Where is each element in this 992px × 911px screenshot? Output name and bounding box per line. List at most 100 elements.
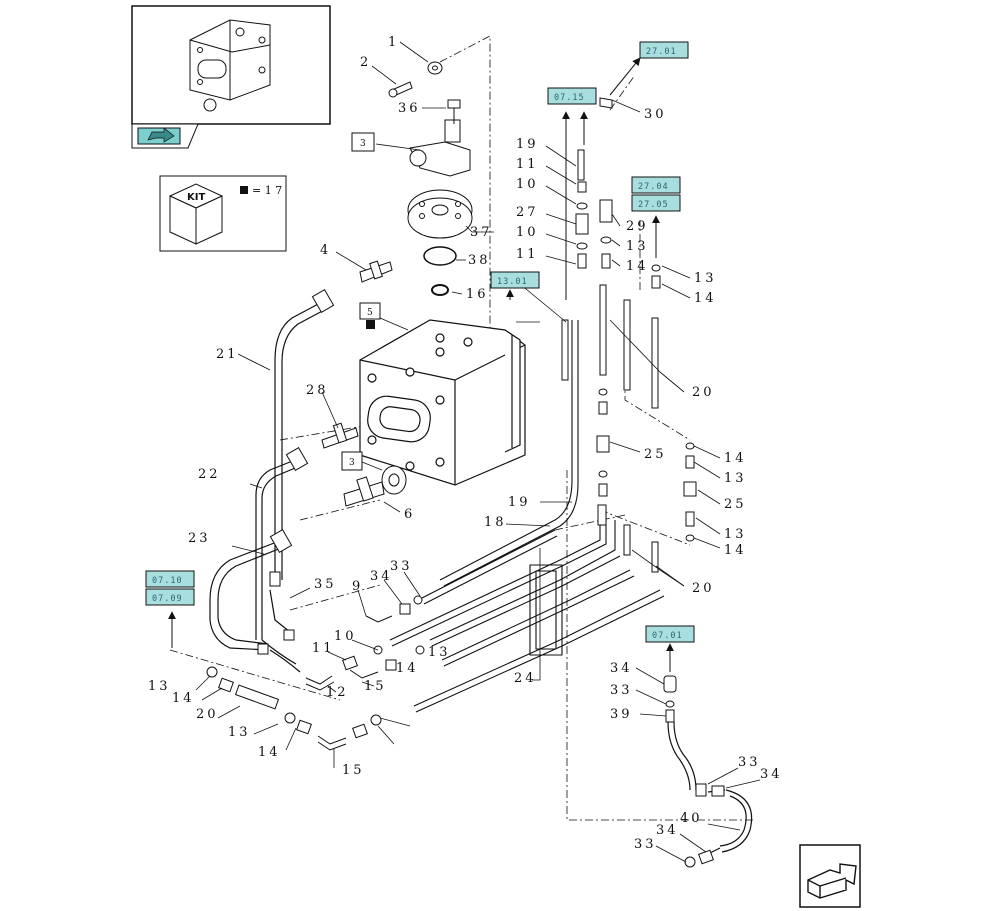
callout-25b: 25	[724, 497, 747, 512]
bolt-36	[447, 99, 461, 124]
svg-text:07.15: 07.15	[554, 93, 585, 103]
hose-39-40-ends	[663, 675, 725, 868]
next-page-arrow-icon	[807, 863, 857, 899]
callout-13f: 13	[724, 471, 747, 486]
fitting-4	[359, 260, 393, 283]
callout-13e: 13	[694, 271, 717, 286]
o-ring-38	[423, 246, 457, 266]
ref-tag-7[interactable]: 07.09	[145, 588, 195, 606]
callout-13d: 13	[626, 239, 649, 254]
svg-text:27.01: 27.01	[646, 47, 677, 57]
thumbnail-panel[interactable]	[131, 5, 331, 149]
callout-33b: 33	[610, 683, 633, 698]
kit-equals: = 1 7	[252, 184, 282, 197]
thumbnail-nav-button[interactable]	[131, 123, 199, 149]
callout-34c: 34	[760, 767, 783, 782]
callout-38: 38	[468, 253, 491, 268]
callout-11c: 11	[516, 247, 539, 262]
marker-square-icon	[366, 320, 375, 329]
svg-text:5: 5	[367, 308, 373, 318]
callout-11b: 11	[516, 157, 539, 172]
callout-39: 39	[610, 707, 633, 722]
next-page-button[interactable]	[799, 844, 861, 908]
fitting-stack	[575, 97, 697, 542]
screw-2	[388, 81, 413, 98]
kit-marker-icon	[240, 186, 248, 194]
ref-tag-1[interactable]: 27.01	[639, 41, 689, 59]
ref-tag-5[interactable]: 13.01	[490, 271, 540, 289]
vertical-tubes	[561, 149, 659, 573]
pipe-bundle	[389, 320, 665, 713]
callout-21: 21	[216, 347, 239, 362]
ref-tag-6[interactable]: 07.10	[145, 570, 195, 588]
callout-14c: 14	[258, 745, 281, 760]
callout-14g: 14	[724, 543, 747, 558]
flange-37	[407, 189, 473, 239]
o-ring-16	[431, 284, 449, 296]
callout-33a: 33	[390, 559, 413, 574]
callout-9: 9	[352, 579, 363, 594]
callout-6: 6	[404, 507, 415, 522]
callout-14b: 14	[172, 691, 195, 706]
kit-box: KIT = 1 7	[159, 175, 287, 252]
svg-text:3: 3	[360, 139, 366, 149]
callout-19a: 19	[508, 495, 531, 510]
callout-20b: 20	[692, 385, 715, 400]
box-label-3: 3	[341, 451, 383, 471]
svg-text:27.04: 27.04	[638, 182, 669, 192]
callout-29: 29	[626, 219, 649, 234]
callout-12: 12	[326, 685, 349, 700]
callout-18a: 18	[484, 515, 507, 530]
callout-10b: 10	[516, 177, 539, 192]
callout-30: 30	[644, 107, 667, 122]
callout-36: 36	[398, 101, 421, 116]
seal-3	[381, 465, 407, 495]
callout-2: 2	[360, 55, 371, 70]
ref-arrows	[168, 57, 674, 672]
svg-text:07.09: 07.09	[152, 594, 183, 604]
ref-tag-2[interactable]: 07.15	[547, 87, 597, 105]
callout-33c: 33	[738, 755, 761, 770]
callout-34d: 34	[656, 823, 679, 838]
ref-tag-8[interactable]: 07.01	[645, 625, 695, 643]
callout-27: 27	[516, 205, 539, 220]
callout-10c: 10	[516, 225, 539, 240]
callout-25a: 25	[644, 447, 667, 462]
callout-33d: 33	[634, 837, 657, 852]
callout-11a: 11	[312, 641, 335, 656]
callout-14e: 14	[694, 291, 717, 306]
leader-lines	[195, 41, 761, 863]
svg-text:3: 3	[349, 458, 355, 468]
callout-34a: 34	[370, 569, 393, 584]
fitting-28	[321, 422, 359, 449]
callout-16: 16	[466, 287, 489, 302]
callout-14d: 14	[626, 259, 649, 274]
callout-13g: 13	[724, 527, 747, 542]
box-label-2: 5	[359, 302, 409, 331]
thumbnail-pump-image	[189, 19, 271, 112]
callout-13c: 13	[228, 725, 251, 740]
callout-20a: 20	[196, 707, 219, 722]
callout-19b: 19	[516, 137, 539, 152]
callout-13a: 13	[428, 645, 451, 660]
callout-15a: 15	[364, 679, 387, 694]
callout-10a: 10	[334, 629, 357, 644]
svg-text:07.01: 07.01	[652, 631, 683, 641]
svg-text:07.10: 07.10	[152, 576, 183, 586]
washer-1	[427, 61, 443, 75]
hydraulic-pump	[359, 319, 526, 486]
ref-tag-4[interactable]: 27.05	[631, 194, 681, 212]
hose-39-40	[667, 721, 753, 859]
callout-24: 24	[514, 671, 537, 686]
callout-14f: 14	[724, 451, 747, 466]
kit-label: KIT	[187, 192, 205, 203]
svg-text:27.05: 27.05	[638, 200, 669, 210]
svg-text:13.01: 13.01	[497, 277, 528, 287]
callout-14a: 14	[396, 661, 419, 676]
ref-tag-3[interactable]: 27.04	[631, 176, 681, 194]
callout-labels: 1 2 36 37 38 16 4 21 28 22 6 23 35 9 34 …	[148, 35, 783, 852]
hoses	[209, 301, 329, 673]
callout-22: 22	[198, 467, 221, 482]
fitting-30	[599, 97, 613, 109]
